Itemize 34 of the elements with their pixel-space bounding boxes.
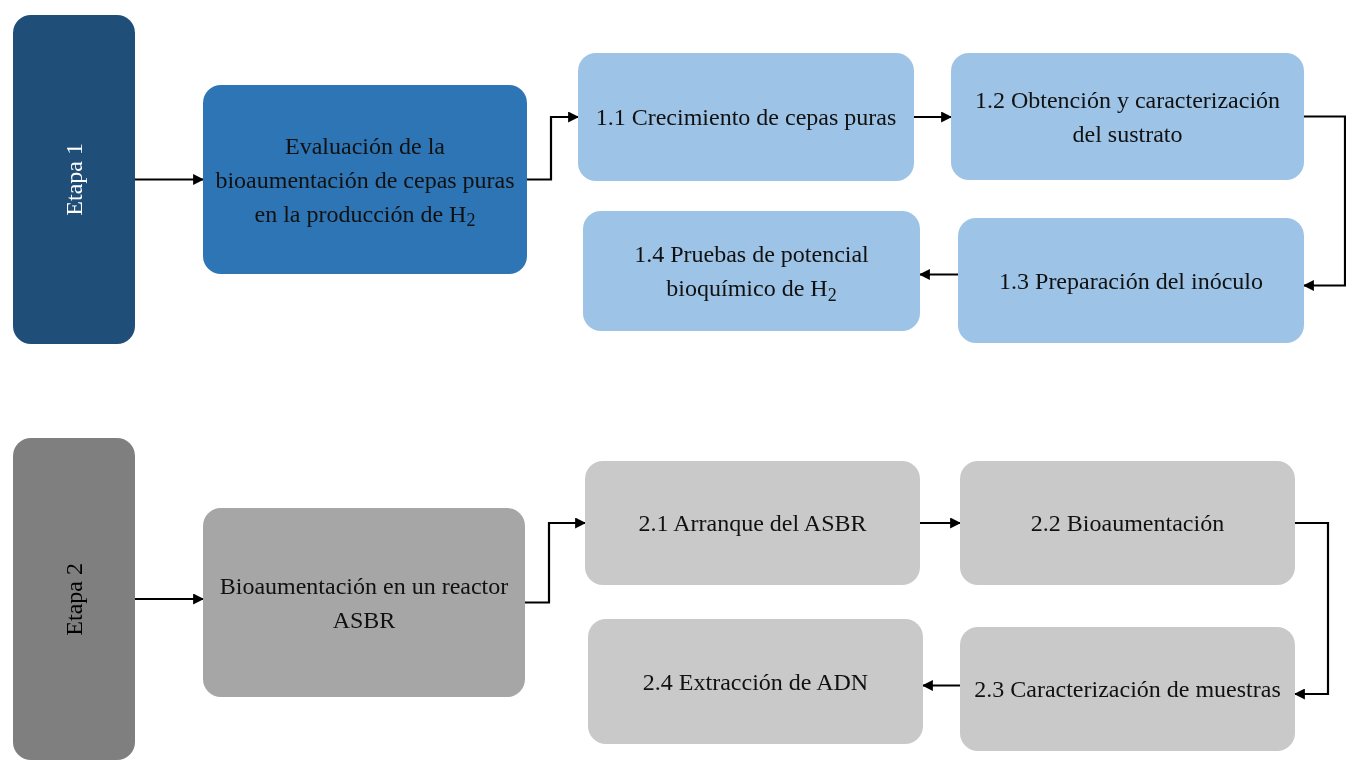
arrow [914, 111, 953, 123]
arrow [918, 269, 958, 280]
box-text: Bioaumentación en un reactor ASBR [218, 571, 510, 635]
step-box [578, 53, 914, 181]
box-text: 2.3 Caracterización de muestras [974, 675, 1281, 704]
box-text: 1.4 Pruebas de potencial bioquímico de H$_{2}$ [633, 240, 870, 305]
process-box [203, 508, 525, 697]
step-box [951, 53, 1304, 180]
step-box [588, 619, 923, 744]
stage-label-box [13, 438, 135, 760]
box-text: 2.2 Bioaumentación [1030, 509, 1225, 538]
arrow [135, 593, 205, 605]
arrow [527, 111, 580, 181]
arrow [1293, 521, 1330, 700]
box-text: 2.4 Extracción de ADN [642, 667, 869, 697]
box-text: Evaluación de la bioaumentación de cepas puras en la producción de H$_{2}$ [215, 131, 515, 231]
step-box [958, 218, 1304, 343]
step-box [583, 211, 920, 331]
box-text: 2.1 Arranque del ASBR [638, 509, 867, 538]
box-text: 1.2 Obtención y caracterización del sustrato [973, 85, 1282, 149]
process-box [203, 85, 527, 274]
arrow [920, 517, 962, 529]
stage-label: Etapa 2 [60, 562, 88, 636]
step-box [960, 627, 1295, 751]
box-text: 1.1 Crecimiento de cepas puras [595, 103, 897, 132]
stage-label-box [13, 15, 135, 344]
arrow [525, 517, 587, 604]
step-box [960, 461, 1295, 585]
arrow [135, 174, 205, 185]
stage-label: Etapa 1 [60, 143, 88, 216]
box-text: 1.3 Preparación del inóculo [999, 266, 1263, 296]
step-box [585, 461, 920, 585]
arrow [1302, 115, 1346, 291]
arrow [921, 680, 960, 691]
